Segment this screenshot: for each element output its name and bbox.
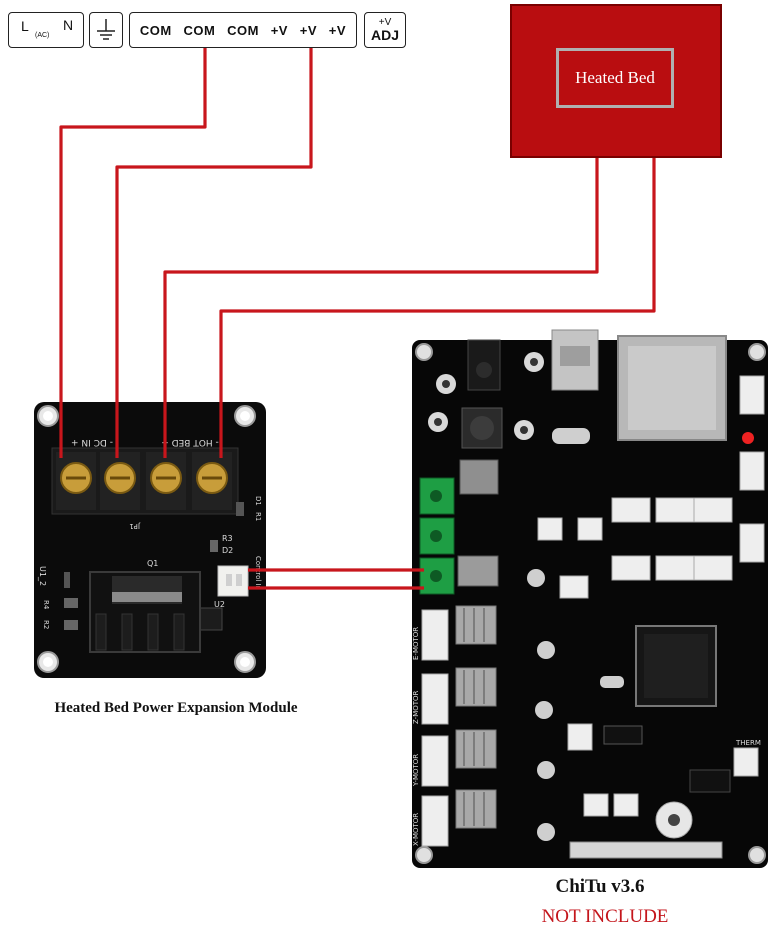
wires [59, 48, 656, 590]
ps-output-terminals: COM COM COM +V +V +V [129, 12, 357, 48]
heated-bed-label: Heated Bed [575, 68, 655, 87]
mount-hole [748, 343, 766, 361]
ps-adjust-bottom: ADJ [370, 27, 399, 43]
expansion-module-caption: Heated Bed Power Expansion Module [54, 700, 298, 716]
ps-adjust-terminal: +V ADJ [364, 12, 406, 48]
ps-terminal-v-2: +V [299, 22, 317, 38]
heated-bed-label-frame: Heated Bed [556, 48, 674, 108]
screw-terminal [100, 452, 140, 510]
silk-dc-in: - DC IN + [71, 437, 113, 447]
wire-psu-v-to-dc-plus [115, 48, 313, 458]
ps-line-label: L [21, 18, 29, 34]
silk-control-in: Control In [254, 556, 262, 590]
motor-label-y: Y-MOTOR [412, 754, 420, 787]
mount-hole [415, 343, 433, 361]
silk-r2: R2 [42, 620, 50, 629]
wire-bed-to-hotbed-minus [163, 158, 599, 458]
ps-ac-label: (AC) [35, 32, 50, 39]
ffc-connector [569, 841, 723, 859]
motor-label-z: Z-MOTOR [412, 690, 420, 724]
motor-label-x: X-MOTOR [412, 813, 420, 846]
board-label-therm: THERM [735, 739, 761, 747]
silk-r3: R3 [222, 534, 233, 543]
ps-adjust-top: +V [378, 17, 392, 28]
ps-ground-terminal [89, 12, 123, 48]
silk-q1: Q1 [147, 559, 158, 568]
wire-psu-com-to-dc-minus [59, 48, 207, 458]
ps-line-neutral-terminal: L (AC) N [8, 12, 84, 48]
chitu-controller-board: E-MOTOR Z-MOTOR Y-MOTOR X-MOTOR [412, 329, 768, 868]
green-terminal-blocks [419, 477, 455, 595]
motor-label-e: E-MOTOR [412, 627, 420, 660]
screw-terminal [146, 452, 186, 510]
ps-terminal-com-3: COM [227, 22, 259, 38]
ps-neutral-label: N [63, 17, 74, 33]
mount-hole [748, 846, 766, 864]
stepper-heatsinks [455, 605, 497, 829]
mount-hole [415, 846, 433, 864]
heated-bed [510, 4, 722, 158]
screw-terminal [192, 452, 232, 510]
ps-terminal-com-2: COM [183, 22, 216, 38]
mosfet-heatsink [89, 571, 201, 653]
silk-hot-bed: - HOT BED + [161, 437, 219, 447]
silk-d1: D1 [254, 496, 262, 506]
not-included-note: NOT INCLUDE [541, 906, 669, 927]
ps-terminal-v-3: +V [328, 22, 347, 38]
silk-u2: U2 [214, 600, 225, 609]
silk-r1: R1 [254, 512, 262, 521]
ps-terminal-v-1: +V [270, 22, 288, 38]
controller-board-caption: ChiTu v3.6 [555, 876, 645, 897]
screw-terminal [56, 452, 96, 510]
ps-terminal-com-1: COM [139, 22, 172, 38]
expansion-module-board: - DC IN + - HOT BED + JP1 D1 R1 R3 D2 Co… [34, 402, 266, 678]
silk-r4: R4 [42, 600, 50, 610]
wire-bed-to-hotbed-plus [219, 158, 656, 458]
silk-u1: U1_2 [38, 566, 47, 586]
silk-jp1: JP1 [129, 522, 141, 530]
silk-d2: D2 [222, 546, 233, 555]
control-in-connector [217, 565, 249, 597]
earth-ground-icon [97, 19, 115, 40]
